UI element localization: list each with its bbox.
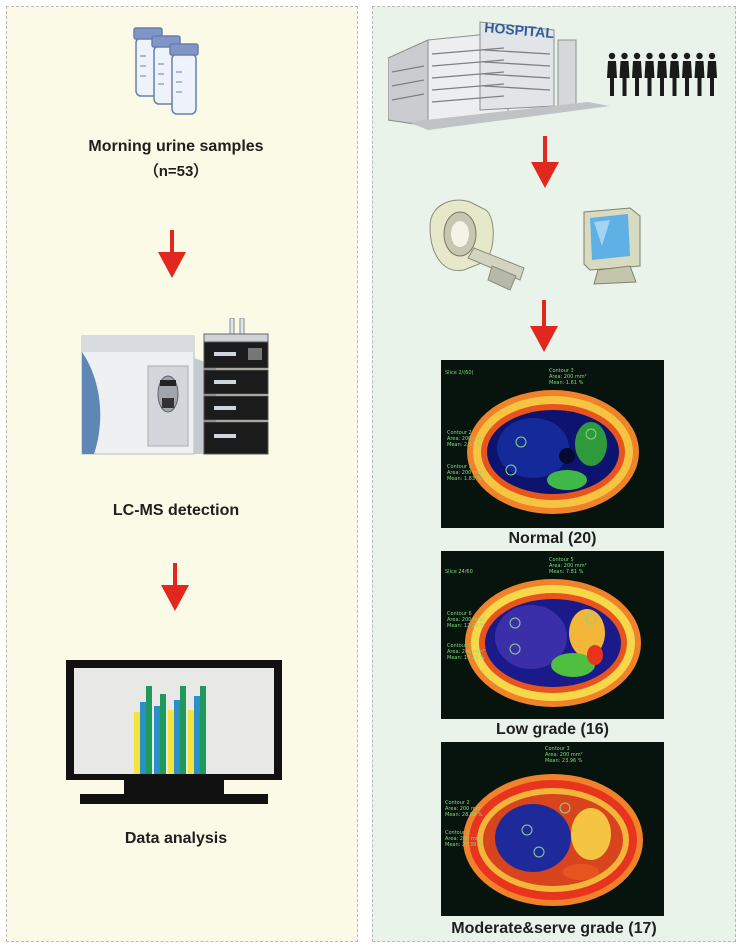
urine-tubes-icon	[133, 27, 199, 115]
lc-ms-instrument-icon	[81, 318, 269, 455]
scan-contour-text: Area: 200 mm²	[545, 752, 583, 758]
person-icon	[696, 52, 703, 60]
analysis-label: Data analysis	[124, 830, 228, 847]
mri-scan-normal: Slice 2/(60) Contour 3 Area: 200 mm² Mea…	[441, 360, 664, 528]
person-icon	[671, 52, 678, 60]
scan-contour-text: Mean: 1.61 %	[549, 380, 584, 386]
computer-monitor-icon	[583, 207, 641, 285]
scan-label-normal: Normal (20)	[508, 530, 597, 547]
scan-label-low-grade: Low grade (16)	[496, 721, 609, 738]
scan-contour-text: Contour 6	[447, 611, 472, 617]
down-arrow-icon	[531, 136, 559, 188]
person-icon	[683, 52, 691, 60]
scan-contour-text: Contour 3	[549, 368, 574, 374]
scan-contour-text: Area: 200 mm²	[549, 563, 587, 569]
person-icon	[708, 52, 716, 60]
scan-contour-text: Contour 3	[545, 746, 570, 752]
person-icon	[644, 61, 655, 96]
scan-contour-text: Mean: 28.83 %	[445, 812, 483, 818]
scan-contour-text: Mean: 27.39 %	[445, 842, 483, 848]
scan-contour-text: Mean: 23.96 %	[545, 758, 583, 764]
detection-label: LC-MS detection	[112, 502, 240, 519]
person-icon	[621, 52, 628, 60]
scan-contour-text: Area: 200 mm²	[445, 806, 483, 812]
scan-contour-text: Mean: 7.81 %	[549, 569, 584, 575]
scan-contour-text: Mean: 10.23 %	[447, 655, 485, 661]
scan-header: Slice 2/(60)	[445, 370, 474, 376]
data-analysis-monitor-icon	[66, 660, 282, 804]
person-icon	[658, 52, 666, 60]
hospital-sign: HOSPITAL	[484, 19, 555, 41]
mri-scan-moderate-severe: Contour 3 Area: 200 mm² Mean: 23.96 % Co…	[441, 742, 664, 916]
scan-contour-text: Mean: 1.83 %	[447, 476, 482, 482]
down-arrow-icon	[530, 300, 558, 352]
people-group-icon	[607, 52, 717, 96]
scan-contour-text: Contour 5	[549, 557, 574, 563]
person-icon	[608, 52, 616, 60]
scan-contour-text: Area: 200 mm²	[447, 649, 485, 655]
scan-label-moderate-severe: Moderate&serve grade (17)	[451, 920, 657, 937]
mri-scanner-icon	[429, 199, 525, 291]
scan-contour-text: Area: 200 mm²	[447, 470, 485, 476]
scan-header: Slice 24/60	[445, 569, 473, 575]
person-icon	[682, 61, 692, 96]
scan-contour-text: Contour 2	[445, 800, 470, 806]
scan-contour-text: Mean: 12.29 %	[447, 623, 485, 629]
person-icon	[633, 52, 641, 60]
scan-contour-text: Contour 2	[447, 430, 472, 436]
samples-title: Morning urine samples	[88, 138, 264, 155]
scan-contour-text: Area: 200 mm²	[445, 836, 483, 842]
scan-contour-text: Contour 1	[445, 830, 470, 836]
scan-contour-text: Contour 7	[447, 643, 472, 649]
scan-contour-text: Contour 1	[447, 464, 472, 470]
person-icon	[646, 52, 653, 60]
down-arrow-icon	[161, 563, 189, 611]
scan-contour-text: Area: 200 mm²	[447, 617, 485, 623]
person-icon	[619, 61, 630, 96]
person-icon	[632, 61, 642, 96]
person-icon	[657, 61, 667, 96]
down-arrow-icon	[158, 230, 186, 278]
mri-scan-low-grade: Slice 24/60 Contour 5 Area: 200 mm² Mean…	[441, 551, 664, 719]
person-icon	[607, 61, 617, 96]
hospital-building-icon: HOSPITAL	[388, 19, 610, 130]
person-icon	[669, 61, 680, 96]
scan-contour-text: Mean: 2.51 %	[447, 442, 482, 448]
samples-count: （n=53）	[143, 163, 209, 180]
scan-contour-text: Area: 200 mm²	[447, 436, 485, 442]
person-icon	[707, 61, 717, 96]
scan-contour-text: Area: 200 mm²	[549, 374, 587, 380]
person-icon	[694, 61, 705, 96]
